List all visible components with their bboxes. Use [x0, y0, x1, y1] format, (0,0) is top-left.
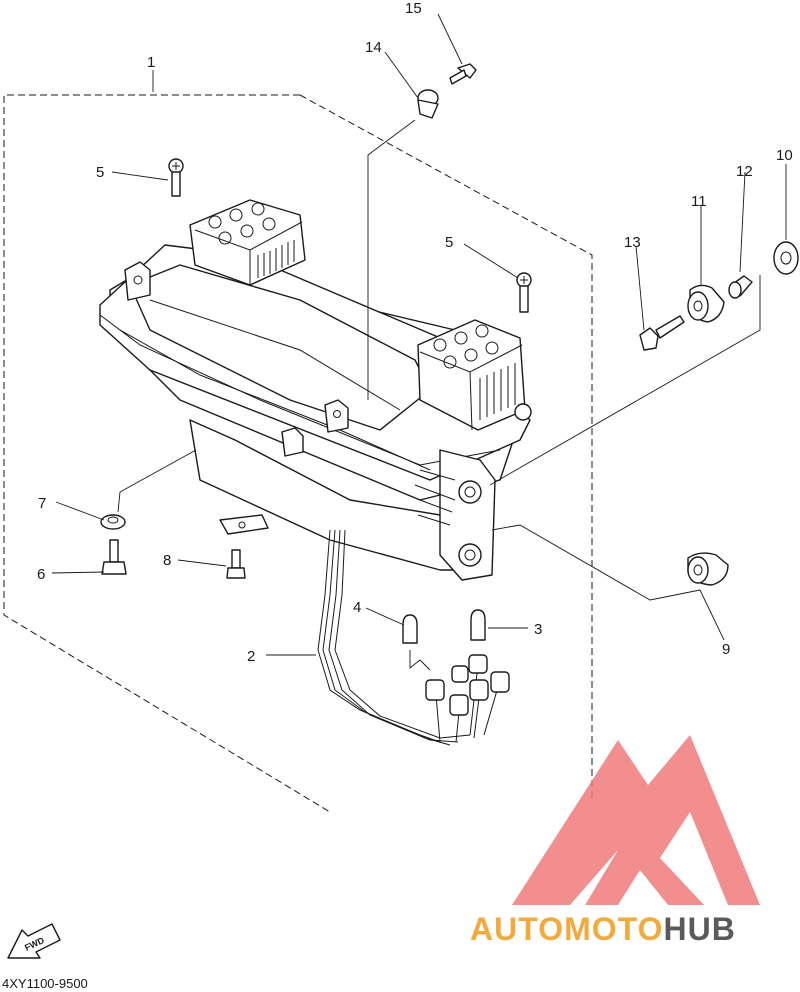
- callout-6: 6: [37, 566, 45, 583]
- bulb-3: [470, 609, 486, 641]
- svg-text:AUTOMOTOHUB: AUTOMOTOHUB: [470, 911, 736, 947]
- watermark-word-2: HUB: [663, 911, 735, 947]
- callout-4: 4: [353, 599, 361, 616]
- callout-13: 13: [624, 234, 641, 251]
- callout-numbers: 1 2 3 4 5 5 6 7 8 9 10 11 12 13 14 15: [37, 0, 793, 665]
- watermark-word-1: AUTOMOTO: [470, 911, 663, 947]
- screw-5-left: [168, 158, 184, 197]
- fwd-arrow-icon: FWD: [7, 923, 61, 959]
- callout-10: 10: [776, 147, 793, 164]
- damper-11: [687, 284, 725, 323]
- screw-5-right: [516, 272, 532, 313]
- callout-9: 9: [722, 641, 730, 658]
- callout-3: 3: [534, 621, 542, 638]
- collar-12: [728, 275, 753, 299]
- bulb-4: [402, 614, 431, 671]
- bolt-13: [639, 315, 685, 351]
- callout-1: 1: [147, 54, 155, 71]
- screw-15: [449, 63, 477, 85]
- grommet-7: [100, 514, 126, 530]
- washer-10: [773, 241, 799, 275]
- damper-9: [687, 552, 729, 586]
- callout-5a: 5: [96, 164, 104, 181]
- drawing-code: 4XY1100-9500: [2, 976, 88, 991]
- callout-12: 12: [736, 163, 753, 180]
- callout-5b: 5: [445, 234, 453, 251]
- automotohub-watermark-logo: AUTOMOTOHUB: [470, 735, 760, 947]
- callout-8: 8: [163, 552, 171, 569]
- leader-lines: [51, 13, 787, 656]
- bolt-6: [101, 539, 127, 575]
- assembly-boundary: [3, 94, 593, 813]
- callout-15: 15: [405, 0, 422, 17]
- meter-assembly: [99, 199, 532, 581]
- screw-8: [226, 549, 246, 579]
- grommet-14: [417, 89, 439, 119]
- watermark-triangle: [512, 735, 760, 905]
- callout-11: 11: [691, 193, 707, 210]
- bulb-sockets: [425, 654, 510, 716]
- callout-2: 2: [247, 648, 255, 665]
- callout-14: 14: [365, 39, 382, 56]
- callout-7: 7: [38, 495, 46, 512]
